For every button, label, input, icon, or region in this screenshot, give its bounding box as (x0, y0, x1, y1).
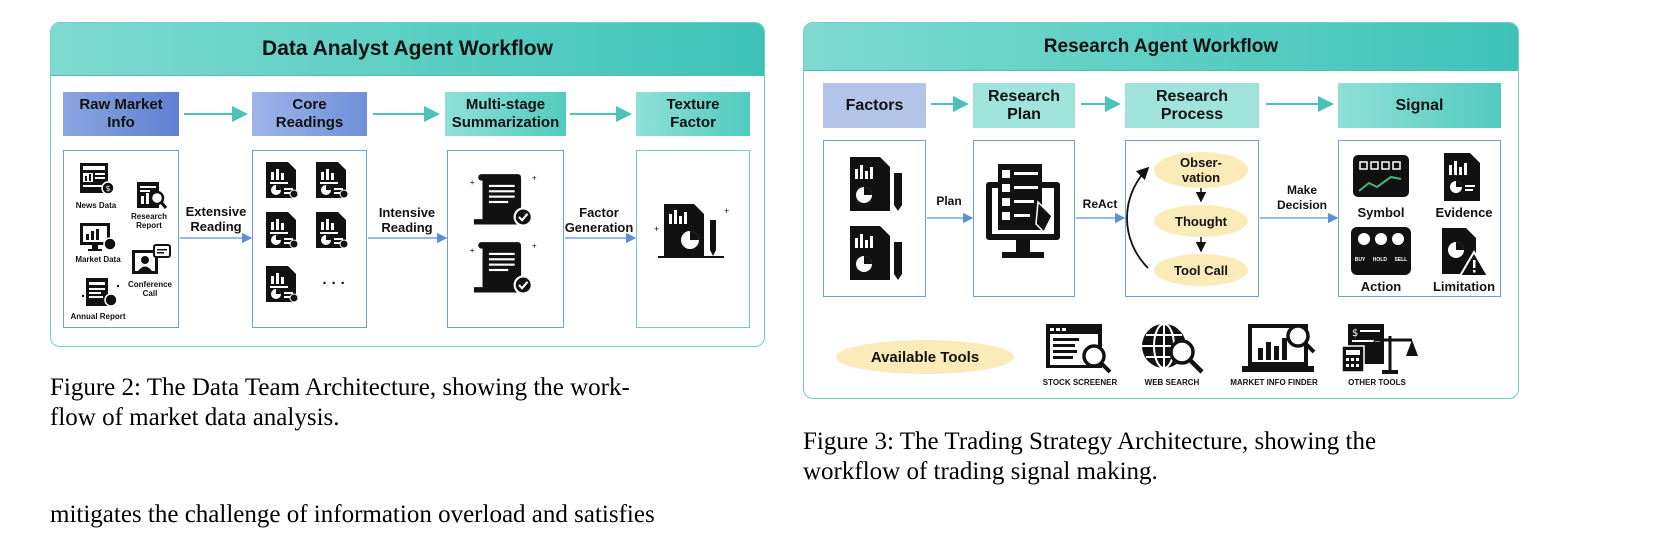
arrow-label-intensive-reading: Intensive Reading (378, 205, 436, 235)
stage-signal: Signal (1338, 83, 1501, 128)
svg-text:$: $ (105, 184, 110, 193)
factor-chart-icon (850, 157, 902, 211)
stage-factors: Factors (823, 83, 926, 128)
market-data-icon (80, 223, 117, 251)
signal-label-limitation: Limitation (1432, 279, 1496, 294)
conference-call-icon (132, 244, 171, 274)
step-tool-call: Tool Call (1154, 254, 1248, 286)
figure3-caption: Figure 3: The Trading Strategy Architect… (803, 428, 1377, 485)
signal-label-evidence: Evidence (1435, 205, 1493, 220)
action-button-buy: BUY (1354, 257, 1366, 263)
research-agent-workflow-title: Research Agent Workflow (804, 23, 1518, 71)
available-tools-label: Available Tools (836, 340, 1014, 374)
stage-research-process: Research Process (1125, 83, 1259, 128)
svg-text:$: $ (1352, 328, 1358, 339)
other-tools-icon: $ (1341, 324, 1418, 374)
arrow-label-react: ReAct (1082, 197, 1118, 211)
source-label-news-data: News Data (75, 201, 117, 210)
signal-label-symbol: Symbol (1357, 205, 1405, 220)
research-report-icon (137, 182, 168, 209)
tool-label-stock-screener: STOCK SCREENER (1042, 378, 1118, 387)
data-analyst-workflow-title: Data Analyst Agent Workflow (51, 23, 764, 76)
limitation-icon (1442, 228, 1490, 277)
stage-research-plan: Research Plan (973, 83, 1075, 128)
arrow-label-make-decision: Make Decision (1276, 183, 1327, 212)
figure2-caption: Figure 2: The Data Team Architecture, sh… (50, 374, 630, 431)
body-text-line: mitigates the challenge of information o… (50, 501, 655, 528)
svg-text:+: + (654, 224, 659, 234)
factor-document-icon: ++ (654, 204, 729, 258)
symbol-icon (1353, 155, 1409, 197)
factor-chart-icon (850, 226, 902, 280)
tool-label-other-tools: OTHER TOOLS (1348, 378, 1406, 387)
stock-screener-icon (1046, 324, 1112, 374)
arrow-label-extensive-reading: Extensive Reading (185, 204, 247, 234)
signal-label-action: Action (1360, 279, 1402, 294)
action-icon: BUY HOLD SELL (1351, 227, 1411, 275)
ellipsis: · · · (322, 275, 346, 292)
source-label-annual-report: Annual Report (70, 312, 126, 321)
step-thought: Thought (1154, 205, 1248, 237)
stage-raw-market-info: Raw Market Info (63, 92, 179, 136)
evidence-icon (1444, 153, 1480, 201)
source-label-research-report: Research Report (130, 212, 168, 230)
stage-texture-factor: Texture Factor (636, 92, 750, 136)
market-info-finder-icon (1242, 324, 1316, 372)
svg-text:+: + (724, 206, 729, 216)
action-button-hold: HOLD (1372, 257, 1387, 263)
web-search-icon (1142, 323, 1204, 374)
tool-label-web-search: WEB SEARCH (1144, 378, 1200, 387)
arrow-label-factor-generation: Factor Generation (564, 205, 634, 235)
step-observation: Obser- vation (1154, 152, 1248, 188)
arrow-label-plan: Plan (936, 194, 962, 208)
annual-report-icon (81, 278, 120, 307)
stage-core-readings: Core Readings (252, 92, 367, 136)
action-button-sell: SELL (1394, 257, 1408, 263)
tool-label-market-info-finder: MARKET INFO FINDER (1230, 378, 1318, 387)
checklist-monitor-icon (986, 164, 1060, 258)
stage-multi-stage-summarization: Multi-stage Summarization (445, 92, 566, 136)
source-label-conference-call: Conference Call (127, 280, 172, 298)
newspaper-icon: $ (80, 163, 115, 195)
source-label-market-data: Market Data (75, 255, 121, 264)
